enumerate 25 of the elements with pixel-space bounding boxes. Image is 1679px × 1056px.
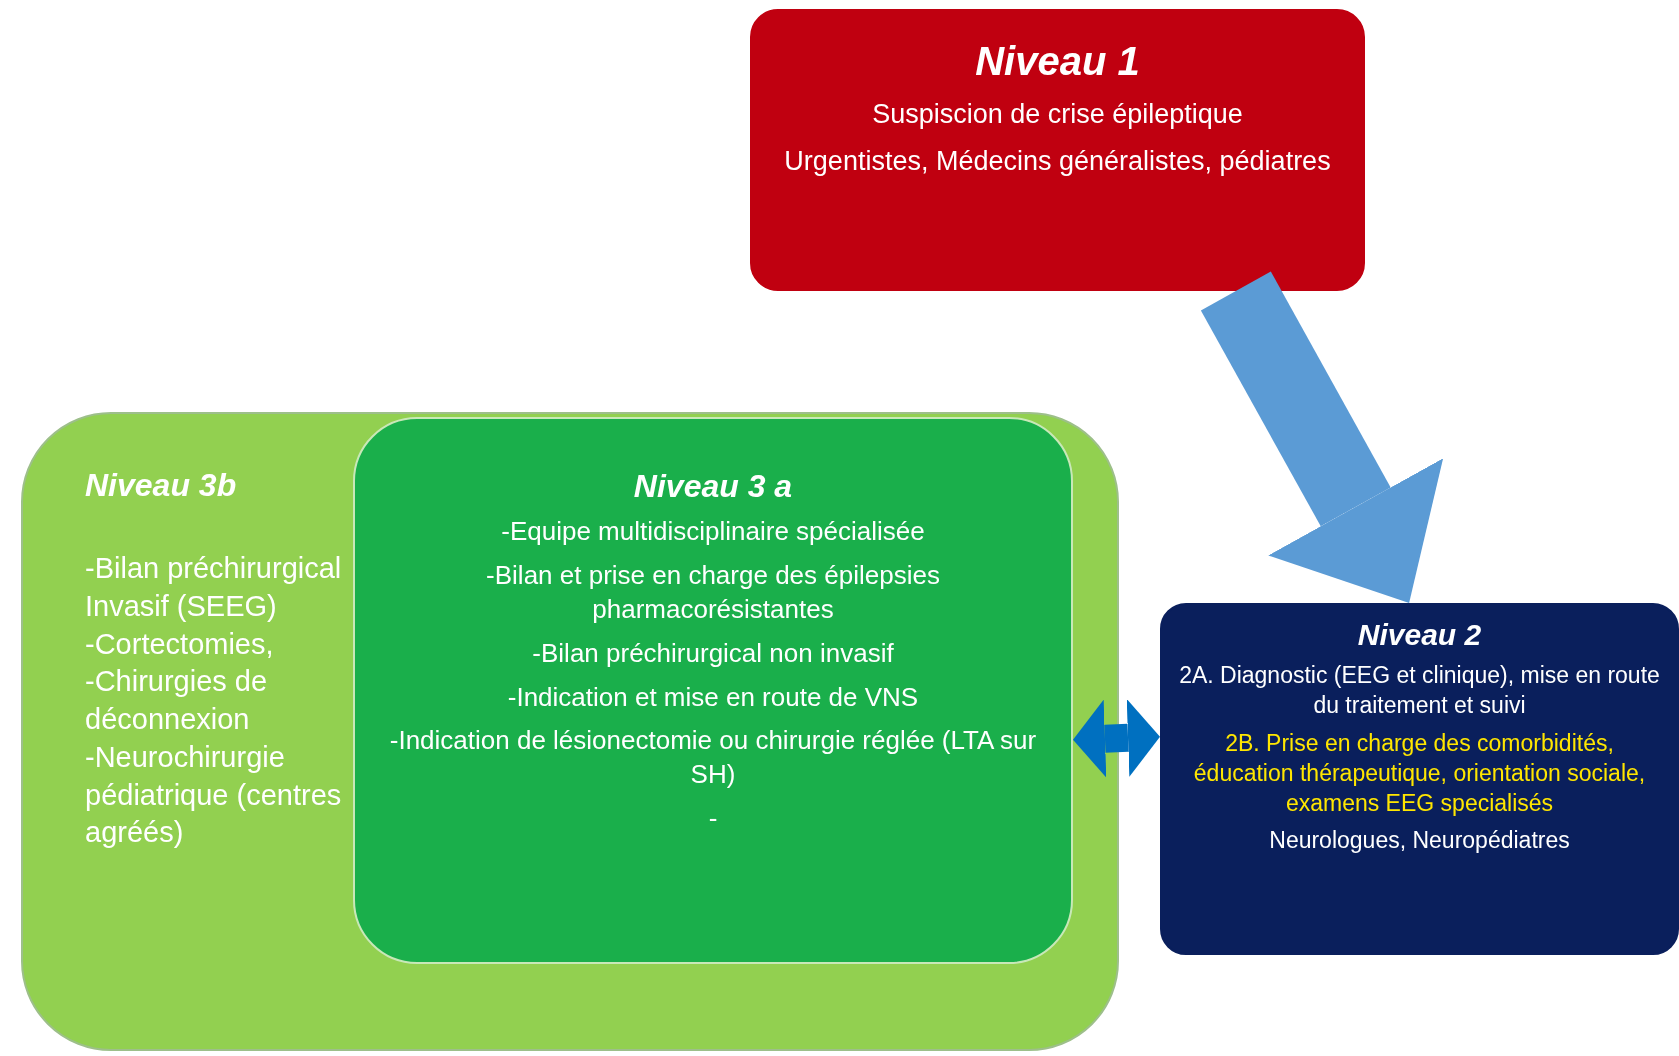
level-text: 2A. Diagnostic (EEG et clinique), mise en route du traitement et suivi xyxy=(1178,661,1661,720)
level-text: -Neurochirurgie pédiatrique (centres agréés) xyxy=(85,739,343,851)
level-text: -Chirurgies de déconnexion xyxy=(85,664,269,738)
level-heading: Niveau 3 a xyxy=(633,467,793,506)
arrow xyxy=(1200,271,1444,603)
level-text: 2B. Prise en charge des comorbidités, éducation thérapeutique, orientation sociale, examens EEG specialisés xyxy=(1192,728,1647,818)
level-box xyxy=(750,9,1365,291)
arrow xyxy=(1073,698,1160,778)
level-box xyxy=(21,412,1119,1051)
level-text: -Equipe multidisciplinaire spécialisée xyxy=(501,515,925,549)
level-text: Suspiscion de crise épileptique xyxy=(872,98,1243,131)
level-text: -Bilan et prise en charge des épilepsies pharmacorésistantes xyxy=(485,559,941,626)
level-box xyxy=(1160,603,1679,955)
level-text: - xyxy=(708,801,718,835)
level-text: -Indication de lésionectomie ou chirurgie réglée (LTA sur SH) xyxy=(388,724,1038,792)
level-text: -Bilan préchirurgical Invasif (SEEG) xyxy=(85,551,343,625)
level-text: -Cortectomies, xyxy=(85,626,274,662)
level-heading: Niveau 2 xyxy=(1357,617,1482,653)
level-text: -Indication et mise en route de VNS xyxy=(507,680,919,714)
level-heading: Niveau 1 xyxy=(975,38,1140,85)
level-text: -Bilan préchirurgical non invasif xyxy=(532,636,894,670)
level-box xyxy=(353,417,1073,964)
level-text: Neurologues, Neuropédiatres xyxy=(1269,826,1570,856)
level-heading: Niveau 3b xyxy=(85,466,237,505)
level-text: Urgentistes, Médecins généralistes, pédiatres xyxy=(784,145,1331,179)
